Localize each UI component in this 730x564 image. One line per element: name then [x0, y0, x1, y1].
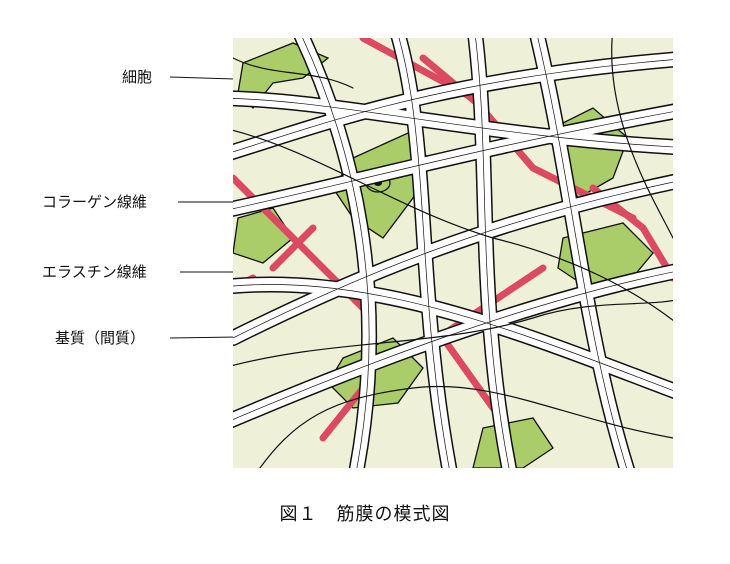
thin-fiber: [611, 38, 673, 239]
elastin-fiber: [269, 224, 317, 272]
thin-fiber: [233, 57, 354, 89]
label-collagen: コラーゲン線維: [42, 193, 148, 211]
elastin-fiber: [439, 334, 497, 412]
thin-fiber: [233, 299, 673, 367]
collagen-fibers: [233, 38, 673, 468]
label-cell: 細胞: [122, 68, 153, 86]
elastin-fiber: [319, 384, 367, 442]
fascia-illustration: [233, 38, 673, 468]
figure-caption: 図１ 筋膜の模式図: [279, 504, 451, 525]
thin-fiber: [259, 385, 673, 468]
thin-fiber: [233, 129, 673, 321]
label-elastin: エラスチン線維: [42, 263, 147, 281]
label-matrix: 基質（間質）: [55, 329, 146, 347]
cell-shape: [472, 417, 554, 468]
